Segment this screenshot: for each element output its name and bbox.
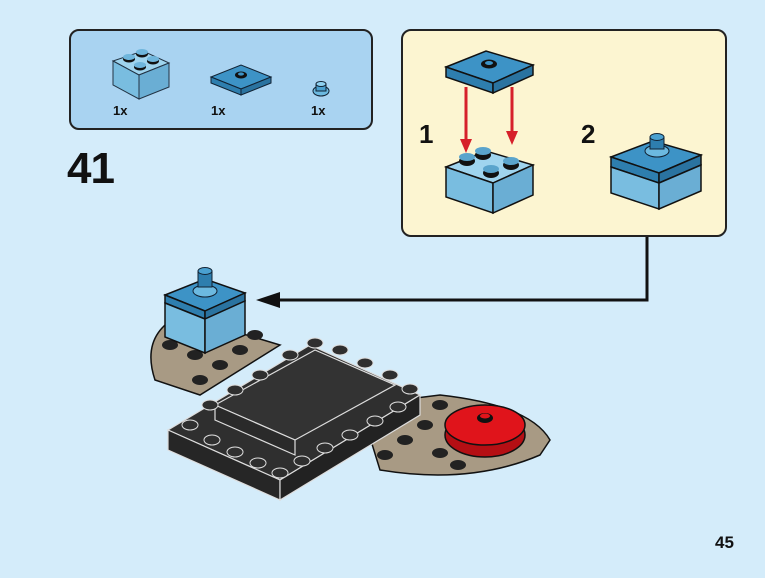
main-model-illustration <box>150 267 551 502</box>
round-plate-1x1-icon <box>312 81 330 97</box>
page-number: 45 <box>715 533 734 552</box>
sub-step-number: 2 <box>581 119 596 149</box>
arrowhead-icon <box>256 292 280 308</box>
blue-sub-assembly <box>162 267 248 355</box>
plate-2x2-one-stud-icon <box>209 64 273 96</box>
step-number: 41 <box>67 144 115 193</box>
sub-step-1-illustration <box>443 50 536 215</box>
sub-assembly-callout: 1 2 <box>401 29 727 237</box>
part-quantity: 1x <box>311 103 326 118</box>
part-quantity: 1x <box>211 103 226 118</box>
arrow-down-icon <box>460 87 518 153</box>
parts-list-callout: 1x 1x 1x <box>69 29 373 130</box>
brick-2x2-icon <box>111 49 171 100</box>
sub-step-number: 1 <box>419 119 434 149</box>
part-quantity: 1x <box>113 103 128 118</box>
red-round-tile <box>444 404 526 458</box>
sub-step-2-illustration <box>608 133 704 211</box>
